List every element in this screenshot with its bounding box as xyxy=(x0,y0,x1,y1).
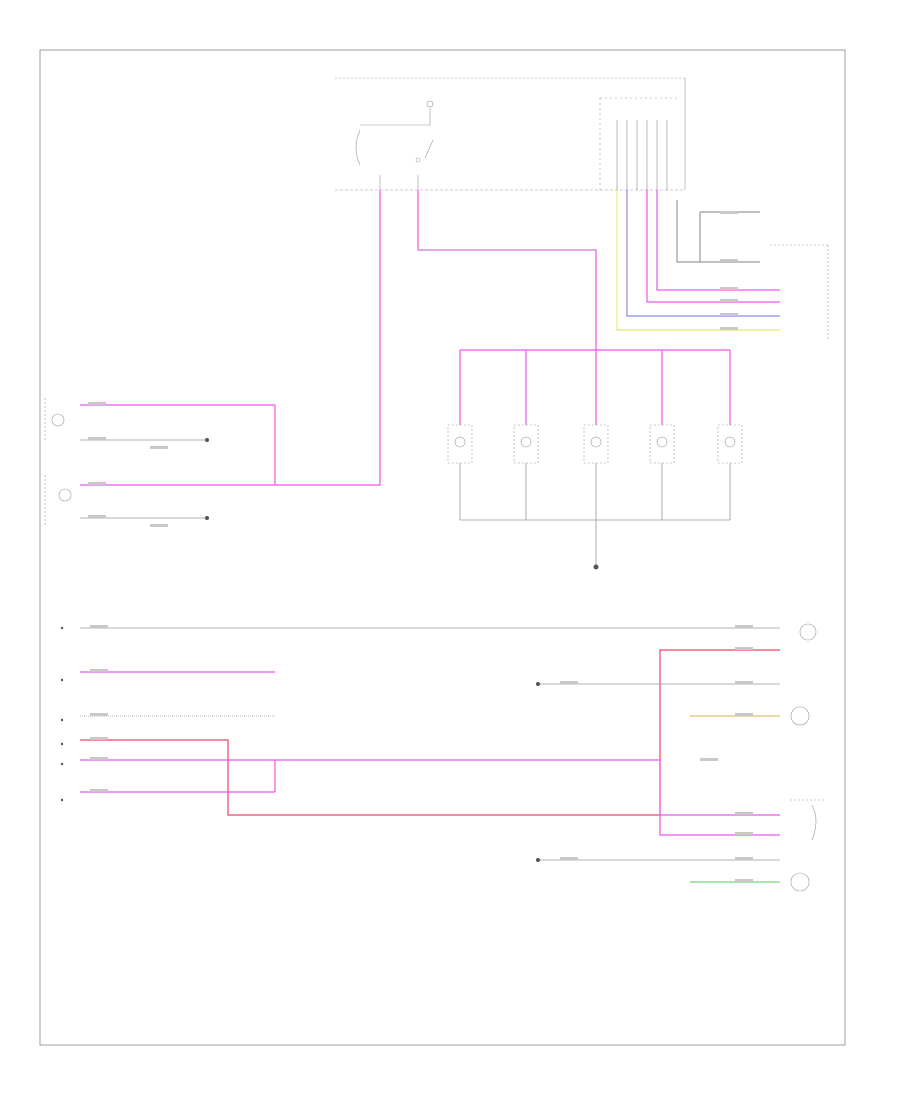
lower-terminals xyxy=(60,626,540,862)
wire-label-mark xyxy=(735,857,753,860)
wire-label-mark xyxy=(720,287,738,290)
wire-label-mark xyxy=(88,515,106,518)
wire-label-mark xyxy=(88,482,106,485)
wire-label-mark xyxy=(90,713,108,716)
wire-label-mark xyxy=(88,402,106,405)
wire-label-mark xyxy=(735,812,753,815)
diagram-frame xyxy=(39,49,846,1046)
wire-label-mark xyxy=(90,737,108,740)
lamp-5 xyxy=(717,350,743,520)
lamp-group xyxy=(447,350,743,520)
lamp-3 xyxy=(583,350,609,520)
wire-label-mark xyxy=(90,789,108,792)
wire-label-mark xyxy=(735,681,753,684)
power-distribution-block xyxy=(335,77,686,191)
feed-wire-lamps xyxy=(417,190,597,350)
wire-label-mark xyxy=(560,857,578,860)
lamp-1 xyxy=(447,350,473,520)
wire-label-mark xyxy=(90,625,108,628)
left-lamp-block xyxy=(44,398,276,525)
wire-label-mark xyxy=(150,524,168,527)
wire-label-mark xyxy=(150,446,168,449)
wire-label-mark xyxy=(735,879,753,882)
wire-label-mark xyxy=(720,259,738,262)
label-marks xyxy=(88,211,753,882)
right-tail-lamps xyxy=(790,623,825,892)
wire-label-mark xyxy=(720,299,738,302)
feed-wire-left xyxy=(275,190,381,486)
switch-output-wires xyxy=(616,190,780,331)
ground-point xyxy=(593,564,599,570)
wire-label-mark xyxy=(88,437,106,440)
wire-label-mark xyxy=(735,713,753,716)
wire-label-mark xyxy=(735,647,753,650)
wire-label-mark xyxy=(90,669,108,672)
switch-bank xyxy=(616,120,668,190)
wire-label-mark xyxy=(720,211,738,214)
wire-label-mark xyxy=(720,313,738,316)
wire-label-mark xyxy=(90,757,108,760)
lower-harness xyxy=(80,627,780,883)
wire-label-mark xyxy=(735,625,753,628)
wire-label-mark xyxy=(735,832,753,835)
lamp-switch-connector xyxy=(770,244,829,340)
wire-label-mark xyxy=(560,681,578,684)
lamp-2 xyxy=(513,350,539,520)
wire-label-mark xyxy=(720,327,738,330)
lamp-4 xyxy=(649,350,675,520)
wire-label-mark xyxy=(700,758,718,761)
